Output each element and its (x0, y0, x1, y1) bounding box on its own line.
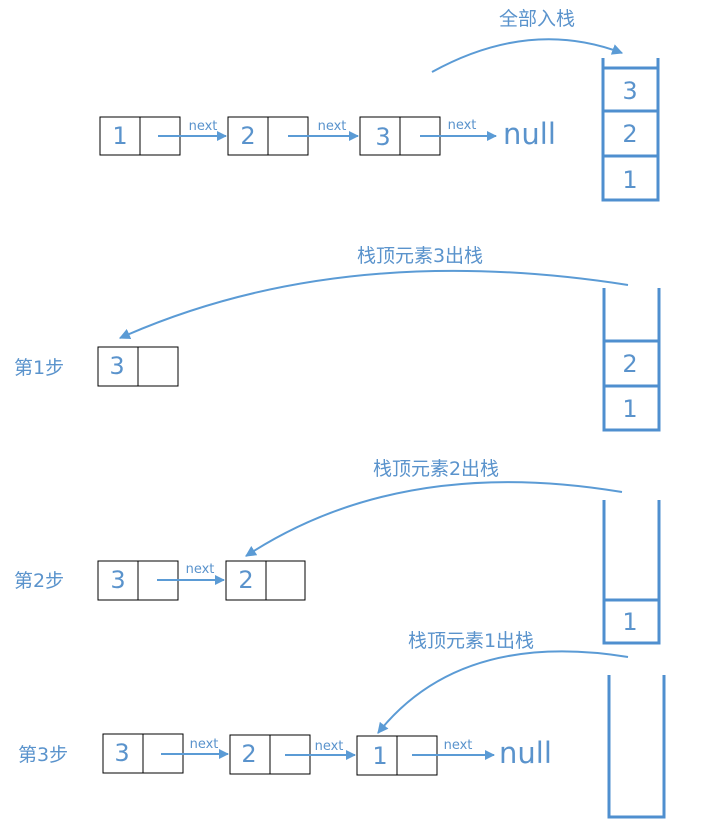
step3-stack-empty (607, 675, 666, 819)
next-label: next (444, 738, 473, 753)
stack-container (601, 58, 660, 202)
stack-container (602, 288, 661, 432)
step3-list: 3 2 1 next next next null (102, 733, 552, 776)
step-1-label: 第1步 (14, 357, 64, 379)
pop-arrow (377, 650, 629, 734)
next-label: next (318, 119, 347, 134)
node-value: 3 (109, 352, 124, 380)
next-label: next (315, 739, 344, 754)
step1-stack: 2 1 (602, 288, 661, 432)
node-value: 2 (241, 740, 256, 768)
node-value: 1 (112, 122, 127, 150)
stack-item: 2 (622, 350, 637, 378)
step-2-label: 第2步 (14, 570, 64, 592)
push-all-arrow (431, 38, 624, 73)
stack-container (607, 675, 666, 819)
initial-linked-list: 1 2 3 next next next null (99, 116, 556, 156)
pop-2-caption: 栈顶元素2出栈 (373, 458, 499, 480)
stack-item: 1 (622, 395, 637, 423)
push-all-caption: 全部入栈 (499, 8, 575, 30)
node-value: 1 (372, 742, 387, 770)
pop-3-caption: 栈顶元素3出栈 (357, 245, 483, 267)
pop-1-caption: 栈顶元素1出栈 (408, 630, 534, 652)
null-label: null (499, 736, 552, 770)
stack-item: 3 (622, 77, 637, 105)
step1-list: 3 (97, 346, 179, 387)
next-label: next (190, 737, 219, 752)
next-label: next (186, 562, 215, 577)
node-value: 3 (110, 566, 125, 594)
node-value: 2 (240, 122, 255, 150)
step2-stack: 1 (602, 500, 661, 645)
pop-arrow (245, 481, 623, 557)
stack-item: 1 (622, 166, 637, 194)
stack-item: 2 (622, 120, 637, 148)
next-label: next (448, 118, 477, 133)
stack-full: 3 2 1 (601, 58, 660, 202)
stack-container (602, 500, 661, 645)
step-3-label: 第3步 (18, 744, 68, 766)
node-value: 3 (375, 123, 390, 151)
next-label: next (189, 119, 218, 134)
node-value: 3 (114, 739, 129, 767)
stack-item: 1 (622, 608, 637, 636)
null-label: null (503, 117, 556, 151)
step2-list: 3 2 next (97, 560, 306, 601)
node-value: 2 (238, 566, 253, 594)
pop-arrow (118, 269, 629, 339)
